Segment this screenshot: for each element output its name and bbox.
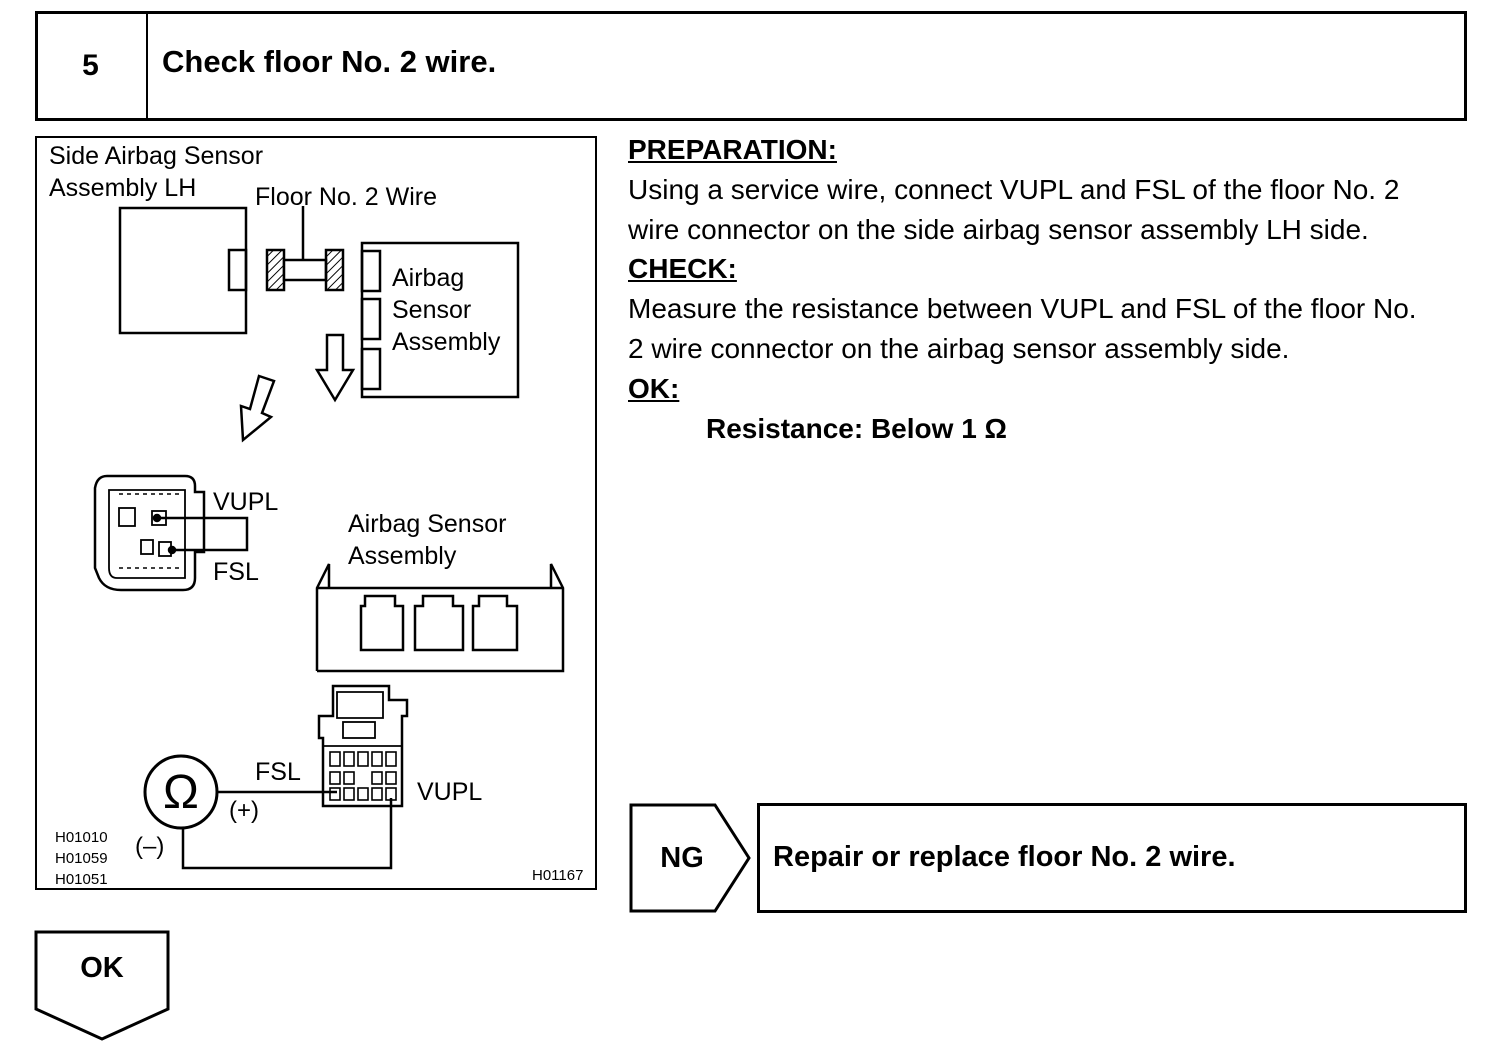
down-arrow-icon (314, 333, 356, 403)
figure-code-right: H01167 (532, 867, 583, 884)
label-fsl-bottom: FSL (255, 758, 301, 786)
ok-heading: OK: (628, 373, 680, 404)
test-lead-negative (181, 798, 393, 870)
step-header-box (35, 11, 1467, 121)
label-minus: (–) (135, 833, 164, 860)
label-fsl-top: FSL (213, 558, 259, 586)
figure-code-1: H01010 (55, 829, 108, 846)
label-airbag: Airbag (392, 264, 464, 292)
label-vupl-top: VUPL (213, 488, 278, 516)
figure-code-2: H01059 (55, 850, 108, 867)
ok-spec: Resistance: Below 1 Ω (706, 413, 1007, 444)
down-arrow-icon (239, 374, 276, 443)
check-line-2: 2 wire connector on the airbag sensor as… (628, 333, 1290, 364)
label-sensor: Sensor (392, 296, 471, 324)
step-number: 5 (35, 11, 148, 121)
figure-code-3: H01051 (55, 871, 108, 888)
preparation-line-1: Using a service wire, connect VUPL and F… (628, 174, 1400, 205)
side-airbag-sensor-box (118, 206, 248, 335)
check-heading: CHECK: (628, 253, 737, 284)
ng-arrow-shape (629, 803, 751, 913)
wiring-diagram: Side Airbag Sensor Assembly LH Floor No.… (49, 142, 583, 888)
airbag-sensor-assembly-housing (315, 563, 565, 673)
floor-wire-connector-left (265, 248, 286, 292)
preparation-heading: PREPARATION: (628, 134, 837, 165)
label-airbag-sensor: Airbag Sensor (348, 510, 506, 538)
ohm-icon: Ω (163, 766, 199, 819)
label-assembly: Assembly (392, 328, 501, 356)
ok-label: OK (80, 952, 124, 984)
ok-arrow-shape (34, 930, 170, 1041)
wiring-figure: Side Airbag Sensor Assembly LH Floor No.… (35, 136, 597, 890)
label-side-airbag-sensor: Side Airbag Sensor (49, 142, 263, 170)
step-title: Check floor No. 2 wire. (162, 44, 497, 79)
ng-action-box (757, 803, 1467, 913)
airbag-sensor-connector (317, 684, 409, 808)
label-assembly-lh: Assembly LH (49, 174, 196, 202)
service-wire (157, 516, 249, 552)
label-plus: (+) (229, 797, 259, 824)
label-assembly-bottom: Assembly (348, 542, 457, 570)
check-line-1: Measure the resistance between VUPL and … (628, 293, 1417, 324)
ng-action-text: Repair or replace floor No. 2 wire. (773, 841, 1236, 873)
preparation-line-2: wire connector on the side airbag sensor… (628, 214, 1369, 245)
side-sensor-connector (93, 474, 206, 592)
floor-wire-connector-right (324, 248, 345, 292)
label-vupl-bottom: VUPL (417, 778, 482, 806)
label-floor-wire: Floor No. 2 Wire (255, 183, 437, 211)
ng-label: NG (660, 841, 704, 874)
